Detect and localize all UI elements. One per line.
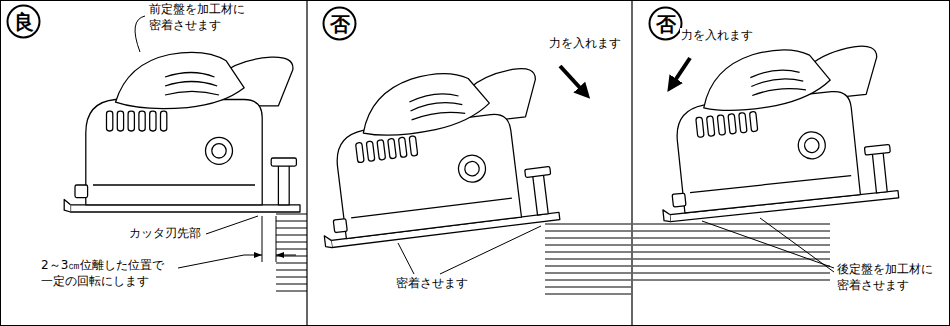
workpiece bbox=[545, 224, 631, 294]
badge-text: 否 bbox=[330, 14, 350, 34]
callout-label: 2～3㎝位離した位置で 一定の回転にします bbox=[40, 258, 172, 289]
badge-circle: 否 bbox=[648, 6, 683, 41]
badge-outline bbox=[324, 8, 356, 40]
leader-line bbox=[135, 16, 145, 52]
callout-label: 後定盤を加工材に 密着させます bbox=[836, 262, 938, 293]
workpiece bbox=[276, 214, 307, 291]
badge-text: 良 bbox=[14, 12, 34, 32]
force-arrow bbox=[674, 58, 690, 82]
callout-label: 力を入れます bbox=[680, 28, 754, 44]
planer bbox=[64, 52, 300, 212]
dimension-arrow bbox=[244, 255, 262, 256]
leader-line bbox=[178, 255, 244, 268]
leader-line bbox=[206, 216, 258, 234]
planer bbox=[648, 39, 899, 222]
badge-text: 否 bbox=[656, 14, 676, 34]
badge-outline bbox=[650, 8, 682, 40]
badge-circle: 良 bbox=[6, 4, 41, 39]
badge-circle: 否 bbox=[322, 6, 357, 41]
dimension-arrow bbox=[276, 255, 296, 256]
badge-outline bbox=[8, 6, 40, 38]
leader-line bbox=[702, 218, 834, 272]
dimension-line bbox=[262, 216, 276, 262]
callout-label: 前定盤を加工材に 密着させます bbox=[148, 2, 250, 33]
callout-label: 力を入れます bbox=[548, 36, 622, 52]
callout-label: 密着させます bbox=[395, 276, 469, 292]
panel-divider bbox=[307, 0, 632, 326]
leader-line bbox=[398, 226, 541, 274]
force-arrow bbox=[560, 66, 582, 90]
planer bbox=[306, 61, 559, 248]
callout-label: カッタ刃先部 bbox=[128, 226, 202, 242]
workpiece bbox=[633, 224, 830, 280]
